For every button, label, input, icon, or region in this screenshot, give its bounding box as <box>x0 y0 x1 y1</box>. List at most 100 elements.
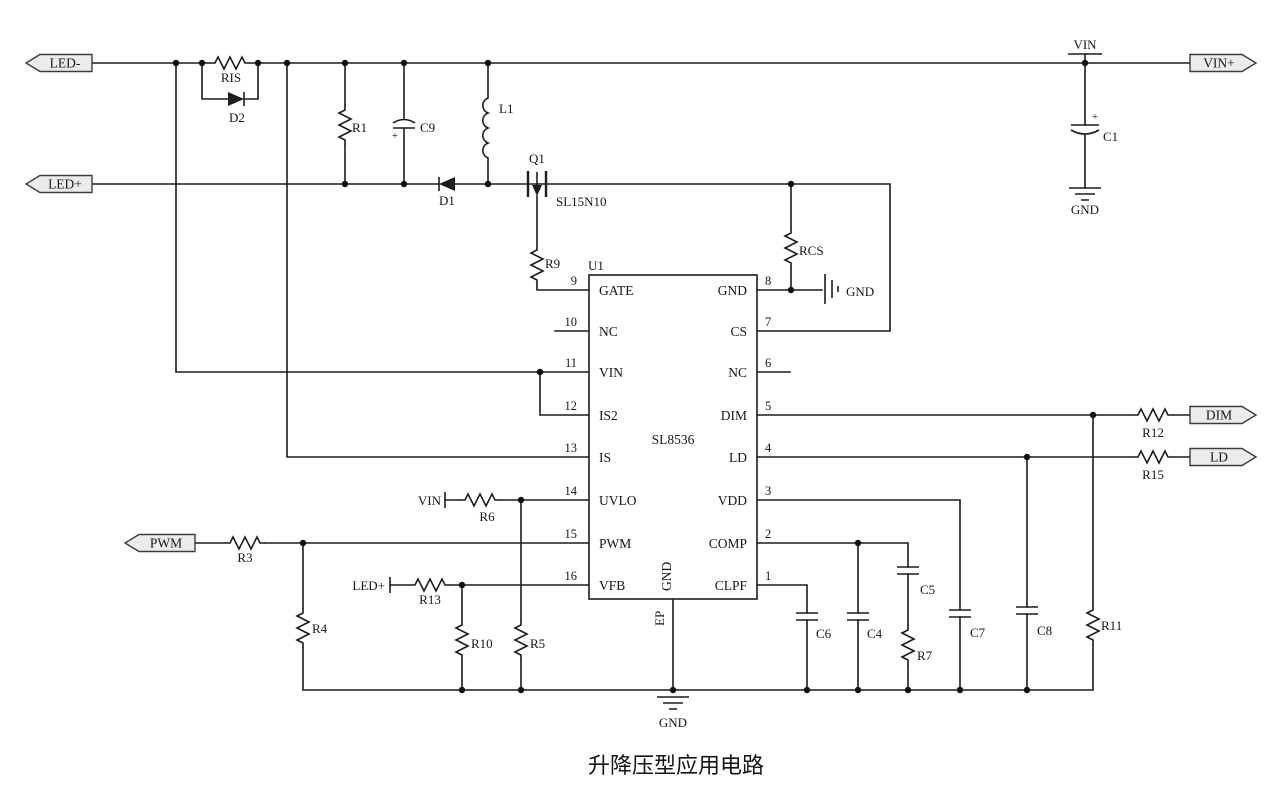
pin-name: UVLO <box>599 493 637 508</box>
resistor-label: R13 <box>419 592 441 607</box>
ic-U1: U1 SL8536 GND EP 9 10 11 12 13 14 15 16 … <box>565 258 773 626</box>
ic-ep-pad-label: EP <box>652 611 667 626</box>
capacitor-label: C7 <box>970 625 986 640</box>
circuit-wiring <box>91 53 1191 691</box>
pin-number: 1 <box>765 569 771 583</box>
pin-number: 11 <box>565 356 577 370</box>
junction-dot <box>904 686 912 694</box>
junction-dot <box>400 180 408 188</box>
pin-number: 13 <box>565 441 578 455</box>
polarity-plus: + <box>392 130 398 142</box>
junction-dot <box>341 180 349 188</box>
pin-number: 10 <box>565 315 578 329</box>
resistor-RCS: RCS <box>784 227 824 269</box>
resistor-label: R3 <box>237 550 252 565</box>
pin-name: DIM <box>721 408 747 423</box>
diode-label: D2 <box>229 110 245 125</box>
connector-label: VIN+ <box>1203 56 1235 71</box>
junction-dot <box>1023 686 1031 694</box>
ic-part-label: SL8536 <box>652 432 695 447</box>
pin-number: 2 <box>765 527 771 541</box>
capacitor-C6: C6 <box>796 612 832 641</box>
mosfet-arrow-head <box>532 185 542 196</box>
resistor-label: R5 <box>530 636 545 651</box>
capacitor-label: C6 <box>816 626 832 641</box>
vin-terminal: VIN <box>418 492 446 508</box>
inductor-label: L1 <box>499 101 513 116</box>
resistor-R13: R13 <box>409 578 451 607</box>
diode-label: D1 <box>439 193 455 208</box>
resistor-label: R9 <box>545 256 560 271</box>
connector-shape <box>1189 405 1258 425</box>
pin-name: LD <box>729 450 747 465</box>
junction-dot <box>1081 59 1089 67</box>
resistor-R9: R9 <box>530 244 560 286</box>
capacitor-label: C4 <box>867 626 883 641</box>
connector-label: LED- <box>50 56 81 71</box>
connector-pwm: PWM <box>123 533 196 553</box>
led-pos-terminal: LED+ <box>352 577 391 593</box>
pin-name: NC <box>599 324 618 339</box>
ground-label: GND <box>659 715 687 730</box>
connector-led-neg: LED- <box>24 53 93 73</box>
connector-led-pos: LED+ <box>24 174 93 194</box>
connector-shape <box>24 174 93 194</box>
resistor-label: R12 <box>1142 425 1164 440</box>
connector-shape <box>1189 447 1258 467</box>
terminal-label: VIN <box>418 493 442 508</box>
junction-dot <box>458 686 466 694</box>
resistor-label: R10 <box>471 636 493 651</box>
mosfet-part-label: SL15N10 <box>556 194 607 209</box>
connector-label: DIM <box>1206 408 1232 423</box>
pin-name: VDD <box>718 493 747 508</box>
connector-dim: DIM <box>1189 405 1258 425</box>
junction-dot <box>484 59 492 67</box>
resistor-R12: R12 <box>1132 408 1174 440</box>
capacitor-C9: + C9 <box>392 118 435 142</box>
pin-name: PWM <box>599 536 631 551</box>
junction-dot <box>198 59 206 67</box>
connector-shape <box>123 533 196 553</box>
junction-dot <box>787 180 795 188</box>
ground-label: GND <box>846 284 874 299</box>
connector-vin-pos: VIN+ <box>1189 53 1258 73</box>
ground-symbol-top-right: GND <box>1068 187 1102 217</box>
junction-dot <box>956 686 964 694</box>
pin-name: NC <box>728 365 747 380</box>
pin-number: 12 <box>565 399 578 413</box>
terminal-label: LED+ <box>352 578 385 593</box>
pin-name: IS <box>599 450 611 465</box>
capacitor-label: C8 <box>1037 623 1052 638</box>
inductor-symbol <box>482 97 491 159</box>
mosfet-ref-label: Q1 <box>529 151 545 166</box>
diode-D2: D2 <box>228 92 245 125</box>
junction-dot <box>283 59 291 67</box>
resistor-R10: R10 <box>455 619 493 661</box>
diode-symbol <box>228 92 244 106</box>
capacitor-plates <box>897 566 919 575</box>
resistor-label: R11 <box>1101 618 1122 633</box>
vin-power-flag: VIN <box>1068 37 1102 55</box>
junction-dot <box>400 59 408 67</box>
pin-number: 9 <box>571 274 577 288</box>
resistor-label: R6 <box>479 509 495 524</box>
resistor-R5: R5 <box>514 619 545 661</box>
connector-label: LED+ <box>48 177 82 192</box>
mosfet-bars <box>526 171 548 197</box>
ground-symbol-ep: GND <box>656 696 690 730</box>
resistor-R7: R7 <box>901 624 933 666</box>
connector-ld: LD <box>1189 447 1258 467</box>
resistor-label: RIS <box>221 70 241 85</box>
connector-shape <box>1189 53 1258 73</box>
schematic-caption: 升降压型应用电路 <box>588 753 764 778</box>
junction-dot <box>484 180 492 188</box>
junction-dot <box>536 368 544 376</box>
resistor-label: RCS <box>799 243 824 258</box>
resistor-R11: R11 <box>1086 604 1122 646</box>
junction-dot <box>341 59 349 67</box>
pin-number: 5 <box>765 399 771 413</box>
resistor-RIS: RIS <box>209 56 251 85</box>
vin-flag-label: VIN <box>1073 37 1097 52</box>
resistor-label: R7 <box>917 648 933 663</box>
